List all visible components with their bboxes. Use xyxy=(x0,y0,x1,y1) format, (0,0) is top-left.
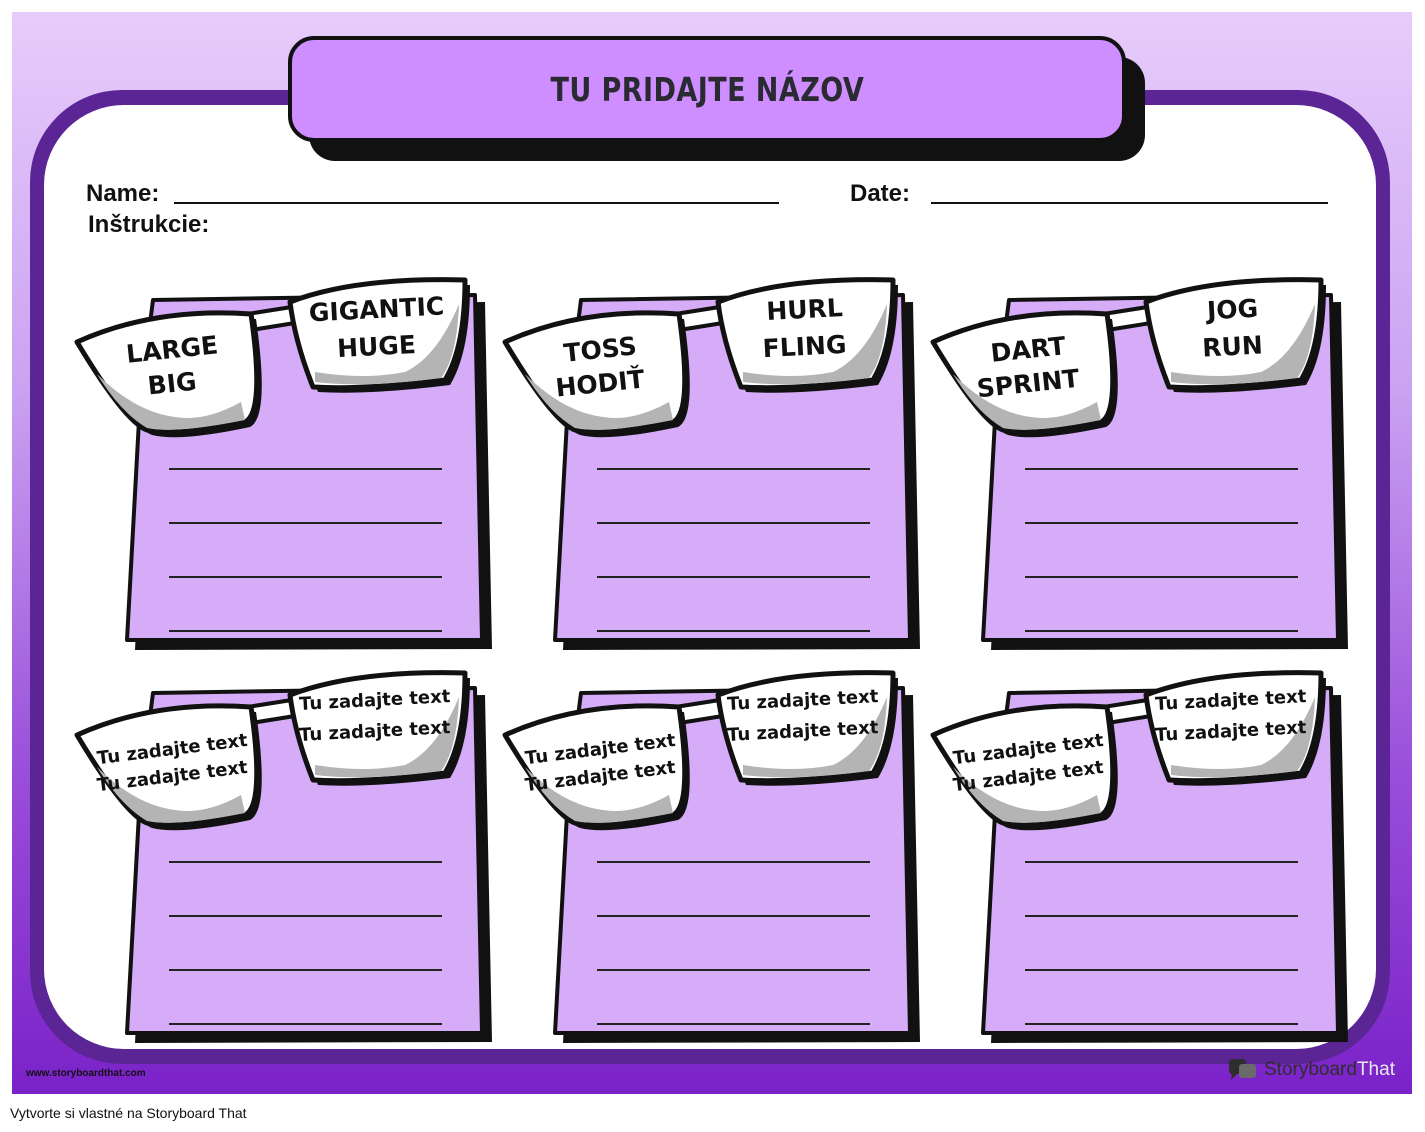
lens-shade xyxy=(97,374,245,430)
lens-shade xyxy=(97,767,245,823)
lens-shade xyxy=(743,304,887,385)
page-title: TU PRIDAJTE NÁZOV xyxy=(550,69,864,109)
right-lens[interactable] xyxy=(715,277,896,391)
lens-shade xyxy=(743,697,887,778)
left-lens-text: BIG xyxy=(146,367,198,401)
logo-text-that: That xyxy=(1356,1059,1395,1080)
name-label: Name: xyxy=(86,180,160,207)
speech-bubble-icon xyxy=(1229,1059,1256,1080)
date-label: Date: xyxy=(850,180,911,207)
lens-shade xyxy=(953,767,1101,823)
lens-shade xyxy=(315,304,459,385)
storyboardthat-logo: StoryboardThat xyxy=(1228,1057,1395,1083)
lens-shade xyxy=(525,374,673,430)
right-lens-text: FLING xyxy=(762,330,847,363)
right-lens[interactable] xyxy=(1143,670,1324,784)
lens-shade xyxy=(1171,697,1315,778)
footer-credit: Vytvorte si vlastné na Storyboard That xyxy=(10,1105,247,1121)
lens-shade xyxy=(953,374,1101,430)
lens-shade xyxy=(1171,304,1315,385)
title-banner[interactable]: TU PRIDAJTE NÁZOV xyxy=(288,36,1126,142)
instructions-label: Inštrukcie: xyxy=(88,211,210,238)
lens-shade xyxy=(525,767,673,823)
right-lens[interactable] xyxy=(1143,277,1324,391)
right-lens-text: HUGE xyxy=(336,330,416,363)
right-lens[interactable] xyxy=(715,670,896,784)
right-lens-text: HURL xyxy=(766,293,844,326)
worksheet-background: TU PRIDAJTE NÁZOV Name: Date: Inštrukcie… xyxy=(12,12,1412,1094)
website-credit: www.storyboardthat.com xyxy=(26,1068,146,1079)
name-field[interactable] xyxy=(174,202,779,204)
logo-text-storyboard: Storyboard xyxy=(1264,1059,1357,1080)
right-lens-text: JOG xyxy=(1204,294,1259,326)
right-lens[interactable] xyxy=(287,277,468,391)
date-field[interactable] xyxy=(931,202,1328,204)
right-lens[interactable] xyxy=(287,670,468,784)
right-lens-text: GIGANTIC xyxy=(308,291,445,327)
right-lens-text: RUN xyxy=(1202,330,1264,362)
lens-shade xyxy=(315,697,459,778)
